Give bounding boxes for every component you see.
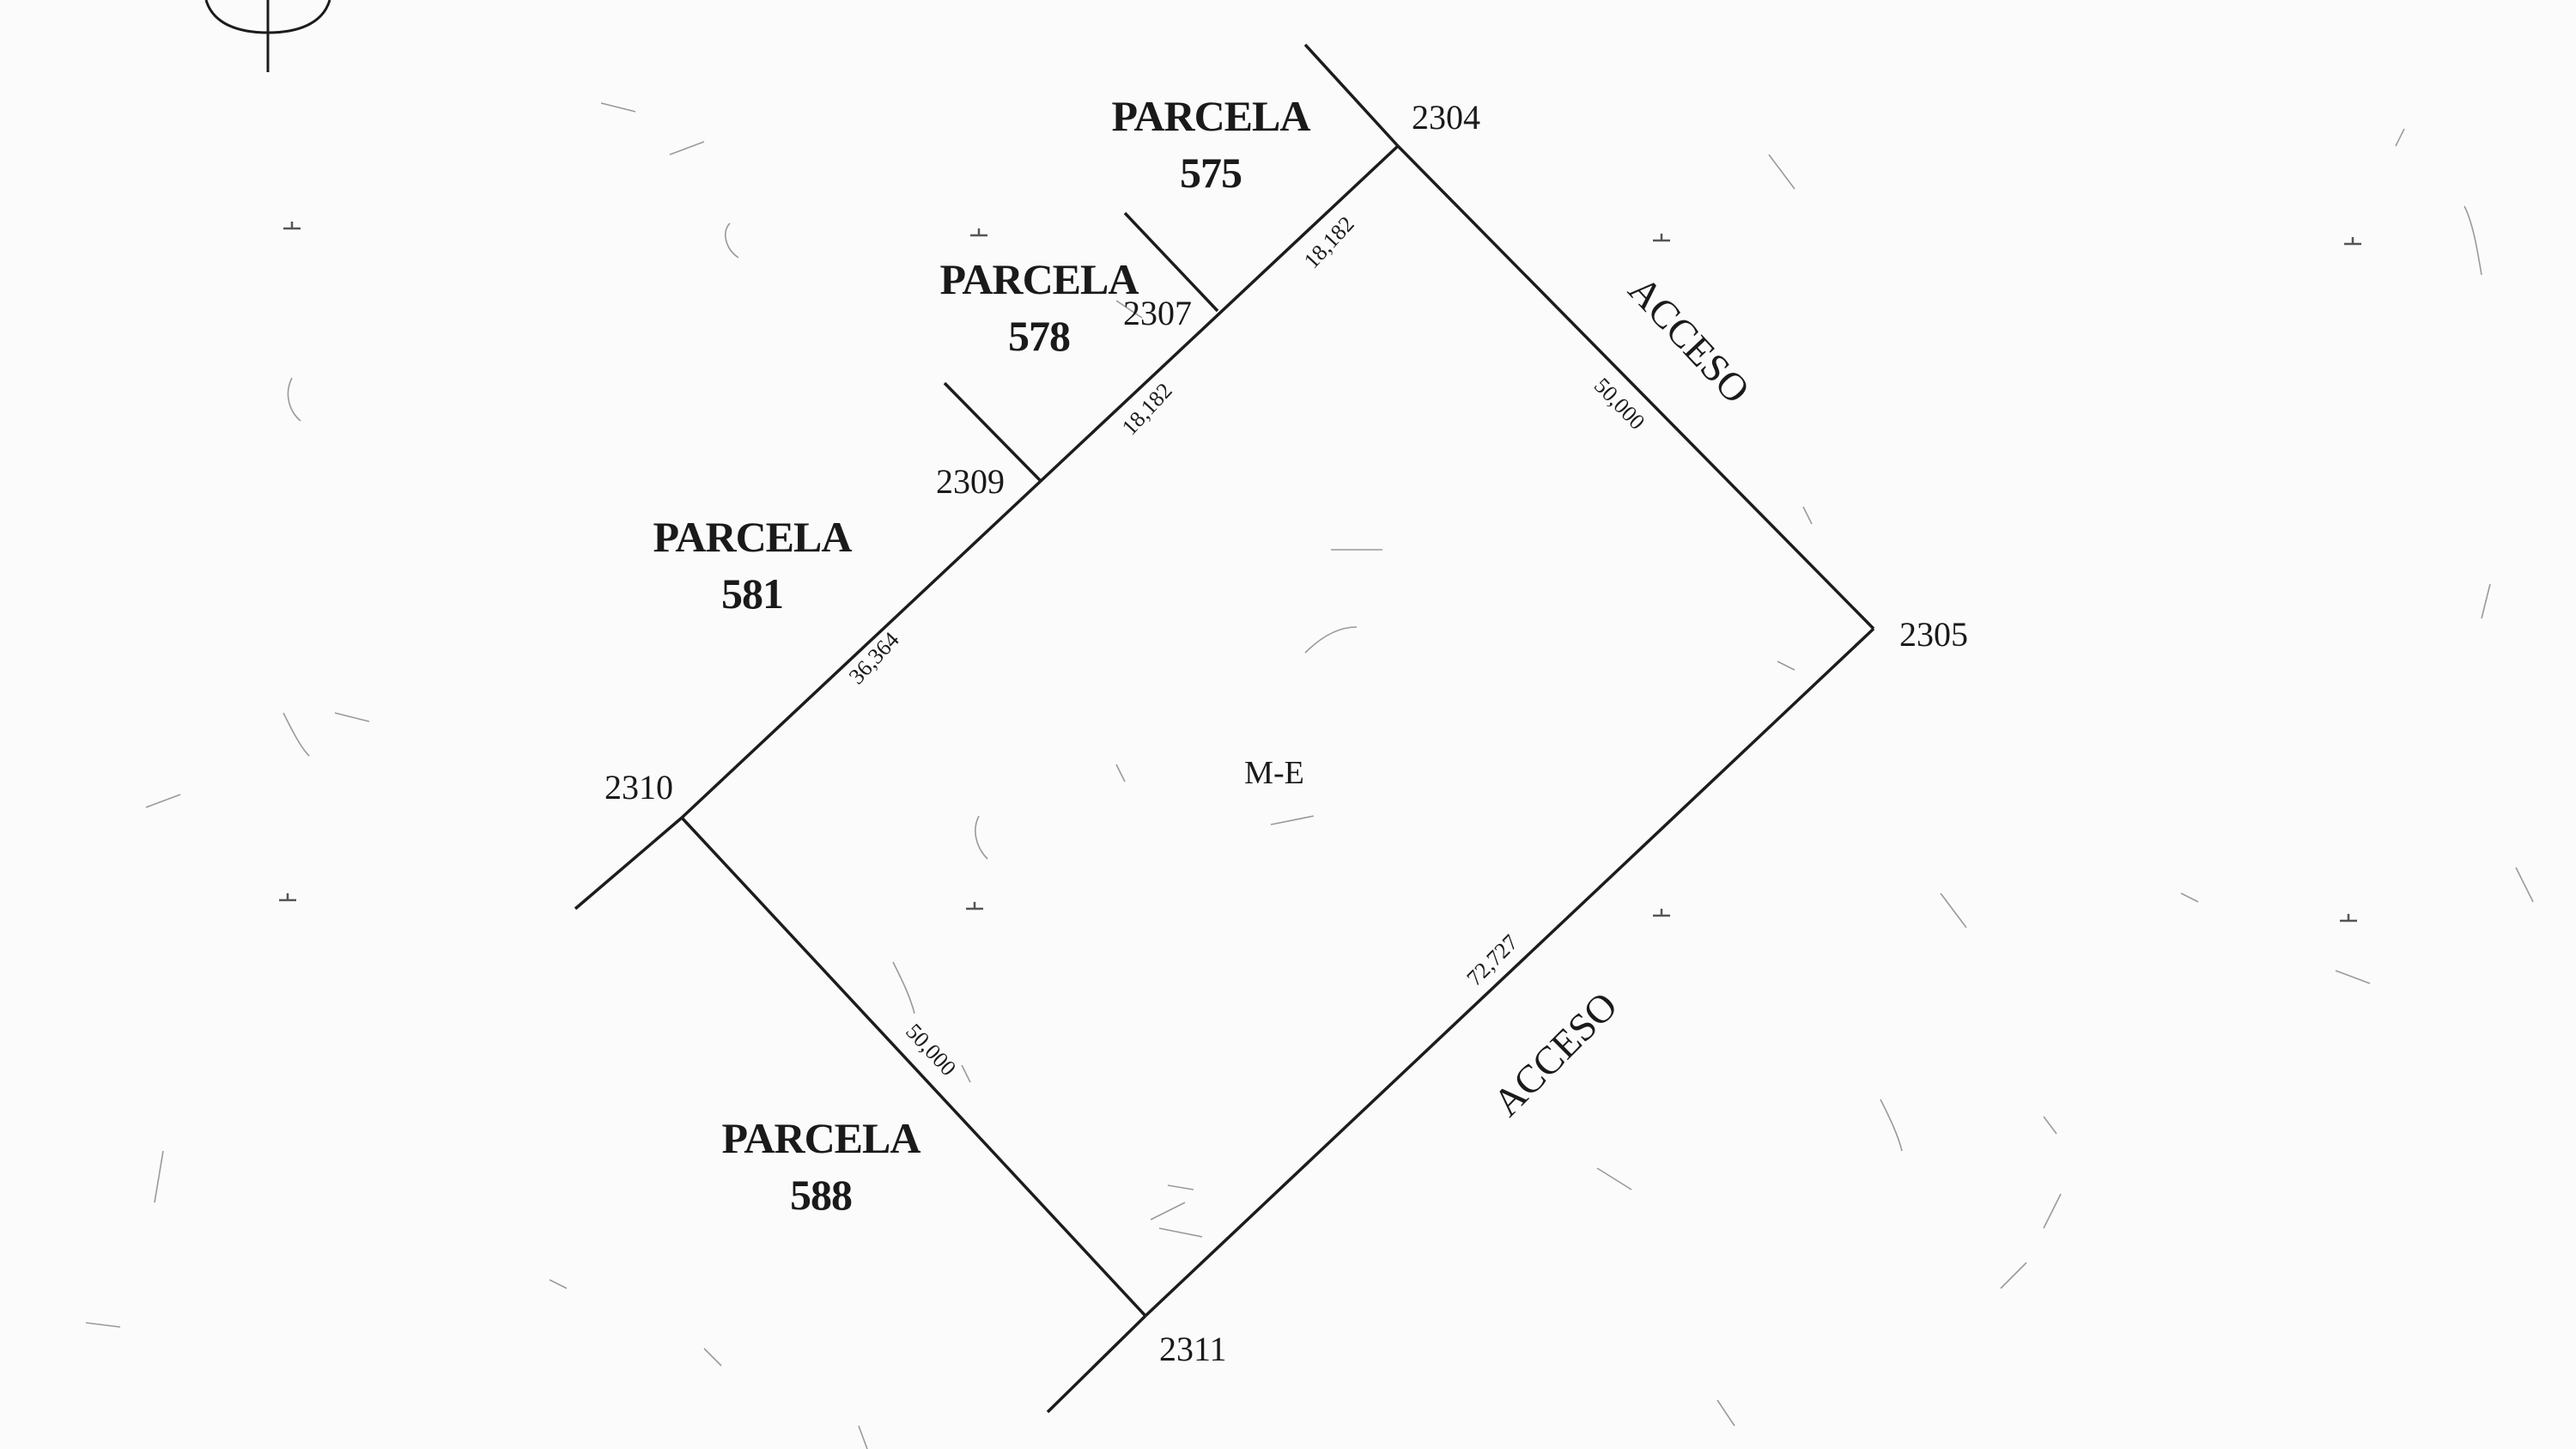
parcel-588-word: PARCELA <box>722 1114 921 1162</box>
dimension-2304-2305: 50,000 <box>1589 373 1650 435</box>
vertex-labels: 2304 2305 2307 2309 2310 2311 <box>605 98 1968 1368</box>
parcel-578-word: PARCELA <box>940 255 1139 303</box>
vertex-2305: 2305 <box>1899 615 1968 654</box>
boundary-2304-2305 <box>1396 144 1875 630</box>
ext-2307 <box>1123 211 1219 313</box>
vertex-2310: 2310 <box>605 768 673 807</box>
dimension-labels: 18,182 18,182 36,364 50,000 50,000 72,72… <box>844 211 1650 1081</box>
lot-boundary <box>680 144 1875 1318</box>
access-upper: ACCESO <box>1620 268 1759 412</box>
dimension-2305-2311: 72,727 <box>1461 929 1522 990</box>
ext-2311 <box>1046 1314 1147 1414</box>
parcel-575-label: PARCELA 575 <box>1112 92 1312 197</box>
parcel-581-word: PARCELA <box>653 513 853 561</box>
dimension-2307-2309: 18,182 <box>1117 378 1177 440</box>
parcel-575-number: 575 <box>1180 149 1242 197</box>
boundary-2311-2310 <box>680 816 1147 1318</box>
scan-noise <box>85 102 2534 1449</box>
parcel-575-word: PARCELA <box>1112 92 1311 140</box>
vertex-2304: 2304 <box>1412 98 1480 137</box>
lot-designation: M-E <box>1244 755 1304 791</box>
ext-2304 <box>1303 43 1400 148</box>
boundary-2310-2304 <box>680 144 1400 819</box>
dimension-2304-2307: 18,182 <box>1299 211 1359 273</box>
ext-2310 <box>574 816 683 910</box>
north-arrow-icon <box>204 0 331 72</box>
vertex-2307: 2307 <box>1123 294 1192 332</box>
parcel-578-number: 578 <box>1008 312 1070 360</box>
vertex-2311: 2311 <box>1159 1330 1227 1368</box>
parcel-588-label: PARCELA 588 <box>722 1114 922 1219</box>
parcel-588-number: 588 <box>790 1171 852 1219</box>
parcel-578-label: PARCELA 578 <box>940 255 1140 360</box>
dimension-2310-2311: 50,000 <box>901 1019 961 1081</box>
ext-2309 <box>943 381 1042 483</box>
parcel-581-number: 581 <box>721 569 783 618</box>
access-lower: ACCESO <box>1485 983 1625 1124</box>
extension-lines <box>574 43 1400 1414</box>
vertex-2309: 2309 <box>936 462 1005 501</box>
registration-marks <box>279 222 2361 922</box>
parcel-581-label: PARCELA 581 <box>653 513 854 618</box>
boundary-2305-2311 <box>1144 627 1875 1318</box>
